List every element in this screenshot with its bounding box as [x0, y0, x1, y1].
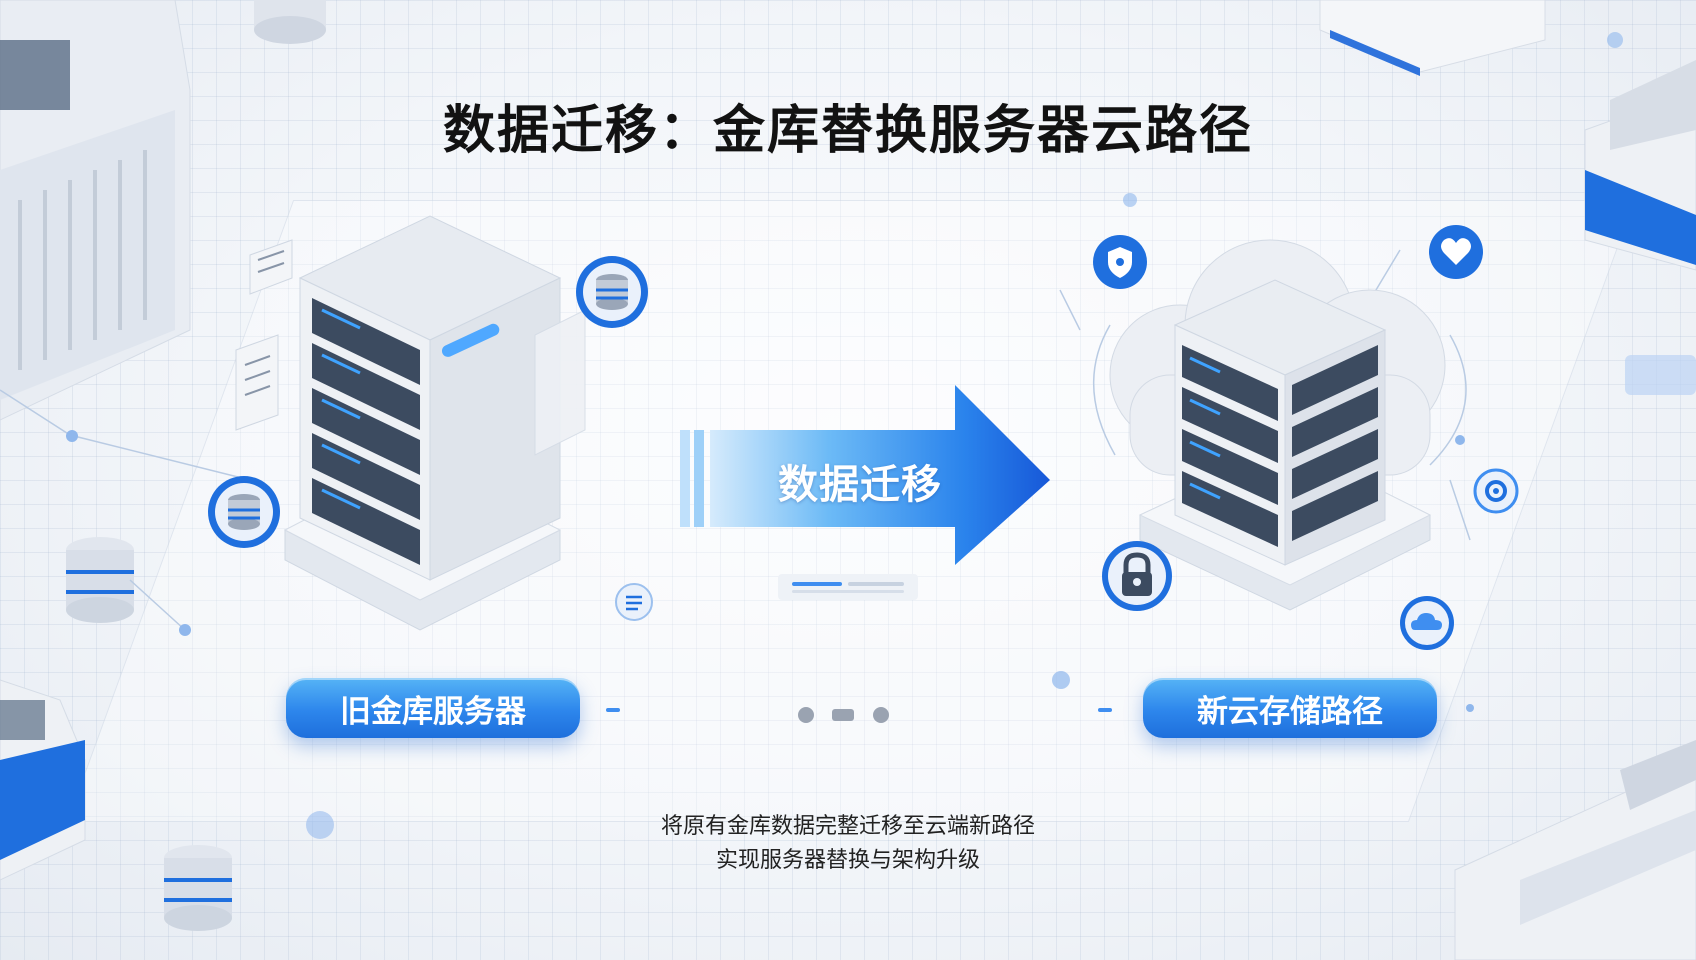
- database-icon: [576, 256, 648, 328]
- source-label-pill: 旧金库服务器: [286, 678, 580, 738]
- indicator-dot: [873, 707, 889, 723]
- shield-icon: [1093, 235, 1147, 289]
- cloud-icon: [1400, 596, 1454, 650]
- indicator-dash: [832, 709, 854, 721]
- heart-icon: [1429, 225, 1483, 279]
- indicator-dot: [798, 707, 814, 723]
- source-server-illustration: [235, 215, 586, 631]
- link-dash-right: [1098, 708, 1112, 712]
- document-icon: [615, 583, 653, 621]
- page-title: 数据迁移：金库替换服务器云路径: [442, 101, 1253, 161]
- settings-icon: [1473, 468, 1519, 514]
- target-cloud-server-illustration: [1093, 239, 1467, 611]
- description-line-1: 将原有金库数据完整迁移至云端新路径: [660, 814, 1035, 839]
- migration-arrow: [680, 385, 1050, 565]
- arrow-label: 数据迁移: [778, 462, 942, 508]
- description-line-2: 实现服务器替换与架构升级: [715, 848, 980, 873]
- target-label-pill: 新云存储路径: [1143, 678, 1437, 738]
- link-dash-left: [606, 708, 620, 712]
- database-icon: [208, 476, 280, 548]
- lock-icon: [1102, 541, 1172, 611]
- progress-strip: [778, 574, 918, 600]
